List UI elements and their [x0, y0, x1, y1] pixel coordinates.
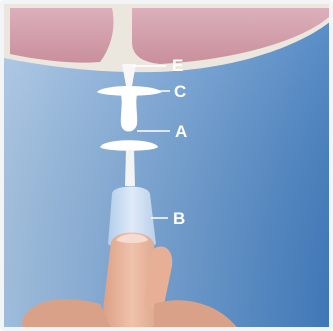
device-body	[121, 95, 137, 132]
device-diagram: E C A B	[4, 4, 333, 331]
label-c: C	[174, 82, 186, 101]
device-stem-lower	[125, 150, 135, 186]
label-a: A	[175, 122, 187, 141]
label-b: B	[173, 209, 185, 228]
label-e: E	[172, 56, 183, 75]
tissue-left-lobe	[10, 8, 114, 63]
